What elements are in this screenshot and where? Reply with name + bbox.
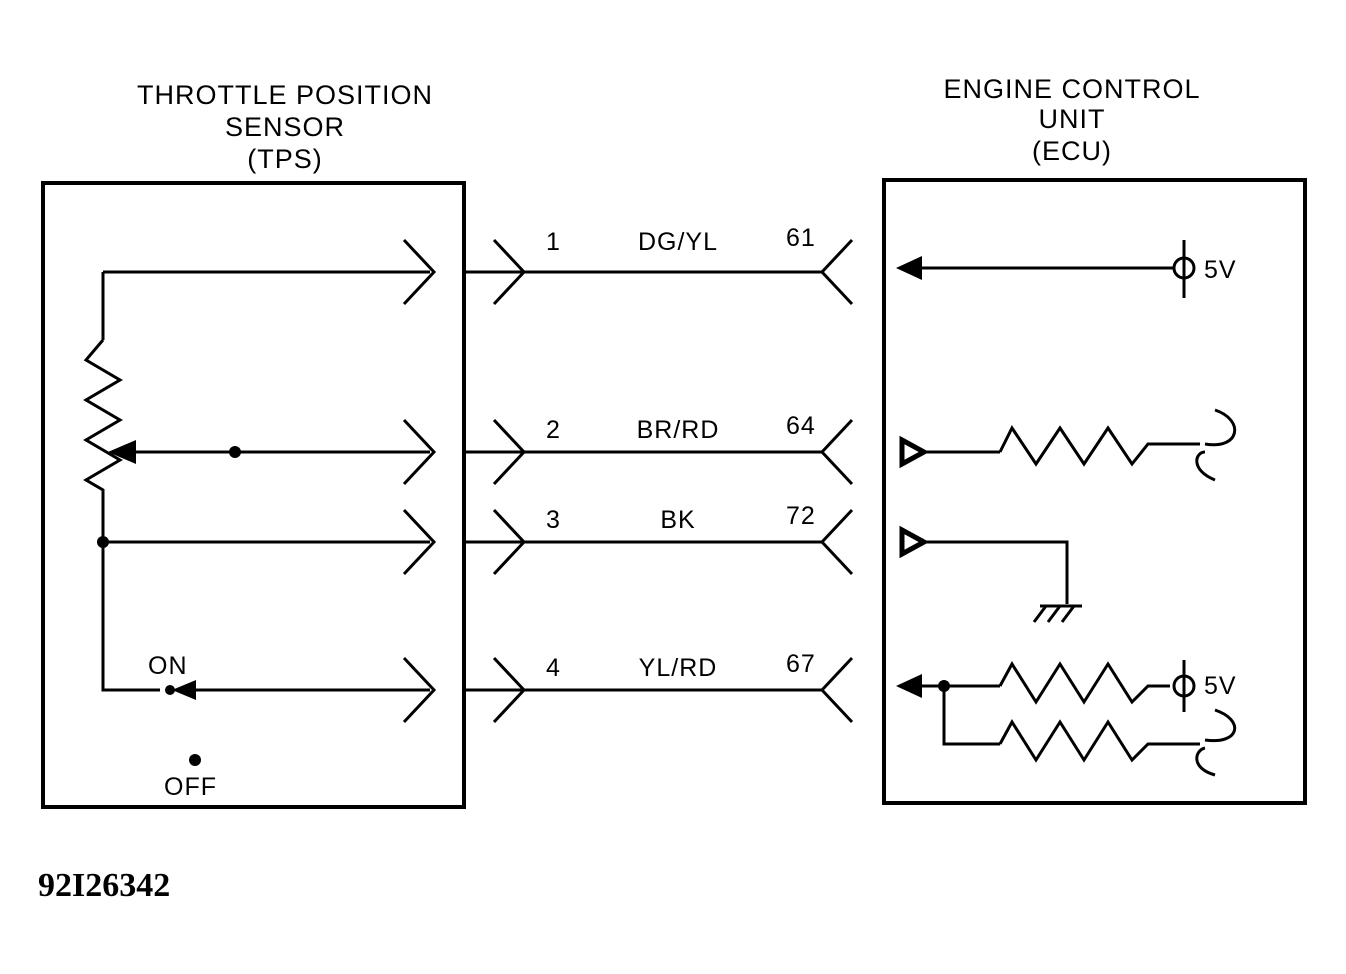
ecu-supply-top-label: 5V	[1204, 256, 1237, 284]
wire-color-label: DG/YL	[638, 228, 718, 256]
wire-row: 1 DG/YL 61	[402, 224, 854, 306]
switch-arrow-icon	[172, 680, 196, 700]
switch-off-dot	[189, 754, 201, 766]
tps-box	[41, 181, 466, 809]
ecu-input-arrow-2	[899, 435, 930, 469]
ecu-pin-label: 67	[786, 650, 816, 678]
wire-color-label: YL/RD	[639, 654, 718, 682]
ecu-resistor-3-icon	[998, 719, 1200, 763]
potentiometer-resistor-icon	[83, 339, 123, 542]
ecu-input-arrow-1	[896, 256, 922, 280]
tps-title-line1: THROTTLE POSITION	[137, 80, 433, 110]
ecu-pin-label: 61	[786, 224, 816, 252]
ecu-pin-label: 72	[786, 502, 816, 530]
wire-rows: 1 DG/YL 61 2 BR/RD 64 3 BK 72 4 YL/RD 67	[402, 224, 854, 724]
ecu-connector-chevron-icon	[819, 238, 854, 306]
ecu-box	[882, 178, 1307, 805]
tps-connector-chevron-icon	[402, 418, 437, 486]
ground-icon	[1032, 604, 1082, 623]
wire-pin-label: 4	[546, 654, 561, 682]
wire-pin-label: 1	[546, 228, 561, 256]
ecu-title-line3: (ECU)	[1032, 136, 1112, 166]
tps-title-line2: SENSOR	[225, 112, 345, 142]
wire-row: 4 YL/RD 67	[402, 650, 854, 724]
ecu-pin-label: 64	[786, 412, 816, 440]
wire-color-label: BR/RD	[637, 416, 720, 444]
switch-on-label: ON	[148, 652, 188, 680]
switch-off-label: OFF	[164, 773, 217, 801]
ecu-title-line2: UNIT	[1039, 104, 1106, 134]
ecu-connector-chevron-icon	[819, 418, 854, 486]
switch-contact-dot	[165, 685, 175, 695]
tps-connector-chevron-icon	[402, 238, 437, 306]
wire-pin-label: 2	[546, 416, 561, 444]
wiper-junction-dot	[229, 446, 241, 458]
tps-circuit: ON OFF	[83, 270, 430, 801]
ecu-resistor-2-icon	[998, 661, 1170, 705]
wiper-arrow-icon	[108, 440, 136, 464]
ecu-supply-bottom-label: 5V	[1204, 672, 1237, 700]
ecu-resistor-1-icon	[998, 425, 1200, 467]
wire-row: 2 BR/RD 64	[402, 412, 854, 486]
tps-connector-chevron-icon	[402, 656, 437, 724]
figure-id: 92I26342	[38, 867, 170, 904]
ecu-circuit: 5V 5V	[896, 240, 1237, 777]
ecu-connector-chevron-icon	[819, 656, 854, 724]
ecu-connector-chevron-icon	[819, 508, 854, 576]
wire-pin-label: 3	[546, 506, 561, 534]
wire-color-label: BK	[660, 506, 695, 534]
wire-row: 3 BK 72	[402, 502, 854, 576]
tps-connector-chevron-icon	[402, 508, 437, 576]
tps-title-line3: (TPS)	[247, 144, 323, 174]
ecu-input-arrow-4	[896, 674, 922, 698]
ecu-input-arrow-3	[899, 525, 930, 559]
ecu-title-line1: ENGINE CONTROL	[943, 74, 1200, 104]
